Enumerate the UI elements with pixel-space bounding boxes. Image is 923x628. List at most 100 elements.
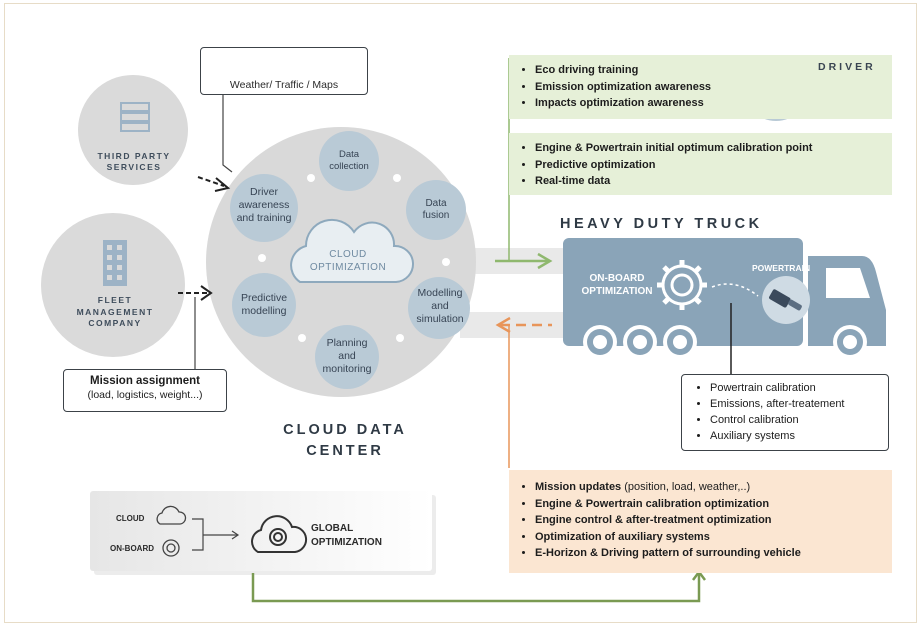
powertrain-bullet: Auxiliary systems	[710, 428, 888, 444]
node-connector-dots	[258, 174, 450, 342]
truck-window	[826, 268, 870, 298]
small-gear-icon	[162, 539, 180, 557]
truck-wheels	[583, 325, 867, 359]
merge-arrow	[203, 530, 240, 540]
cloud-optimization-line1: CLOUD	[329, 249, 367, 260]
cloud-data-center-title-line2: CENTER	[306, 443, 384, 459]
driver-info-box: Eco driving training Emission optimizati…	[509, 55, 892, 119]
powertrain-label: POWERTRAIN	[752, 263, 811, 273]
mission-assignment-box: Mission assignment (load, logistics, wei…	[63, 369, 227, 412]
feedback-line	[251, 573, 701, 603]
data-collection-label: Data collection	[322, 149, 376, 173]
global-onboard-label: ON-BOARD	[110, 544, 154, 553]
modelling-line2: and	[431, 300, 449, 312]
powertrain-bullet: Control calibration	[710, 412, 888, 428]
global-title-line2: OPTIMIZATION	[311, 537, 382, 548]
cloud-data-center-title: CLOUD DATA CENTER	[265, 420, 425, 462]
small-cloud-icon	[156, 505, 187, 525]
mission-updates-rest: (position, load, weather,..)	[621, 481, 751, 493]
global-optimization-title: GLOBAL OPTIMIZATION	[311, 522, 382, 550]
driver-bullets: Eco driving training Emission optimizati…	[519, 62, 892, 112]
outer-frame	[4, 3, 917, 623]
fleet-label: FLEET MANAGEMENT COMPANY	[65, 295, 165, 330]
engine-bullet: Predictive optimization	[535, 157, 892, 174]
predictive-line2: modelling	[241, 305, 287, 317]
building-icon	[103, 240, 127, 286]
driver-training-line3: and training	[236, 212, 292, 224]
data-fusion-label: Data fusion	[410, 198, 462, 222]
data-collection-line1: Data	[338, 149, 360, 160]
global-title-line1: GLOBAL	[311, 523, 354, 534]
mission-update-bullet: Mission updates (position, load, weather…	[535, 479, 892, 496]
planning-line3: monitoring	[322, 363, 372, 375]
mission-updates-bullets: Mission updates (position, load, weather…	[519, 479, 892, 562]
node-modelling	[408, 277, 470, 339]
mission-update-bullet: Optimization of auxiliary systems	[535, 529, 892, 546]
engine-bullet: Engine & Powertrain initial optimum cali…	[535, 140, 892, 157]
engine-bullets: Engine & Powertrain initial optimum cali…	[519, 140, 892, 190]
uplink-arrow	[495, 252, 553, 270]
server-icon	[120, 102, 150, 132]
mission-update-bullet: Engine control & after-treatment optimiz…	[535, 512, 892, 529]
data-fusion-line2: fusion	[422, 210, 450, 221]
node-predictive	[232, 273, 296, 337]
driver-label: DRIVER	[818, 61, 876, 73]
truck-title: HEAVY DUTY TRUCK	[560, 216, 763, 232]
data-fusion-line1: Data	[425, 198, 447, 209]
mission-update-bullet: E-Horizon & Driving pattern of surroundi…	[535, 545, 892, 562]
cloud-shape	[290, 218, 415, 283]
downlink-band	[460, 312, 565, 338]
node-data-collection	[319, 131, 379, 191]
driver-bullet: Emission optimization awareness	[535, 79, 892, 96]
mission-assignment-detail: (load, logistics, weight...)	[87, 389, 203, 401]
modelling-label: Modelling and simulation	[405, 287, 475, 326]
engine-info-box: Engine & Powertrain initial optimum cali…	[509, 133, 892, 195]
cloud-optimization-label: CLOUD OPTIMIZATION	[300, 248, 396, 274]
gear-to-powertrain-link	[711, 283, 759, 297]
cloud-data-center-title-line1: CLOUD DATA	[283, 422, 407, 438]
third-party-arrow	[197, 176, 231, 192]
powertrain-bullet: Emissions, after-treatement	[710, 396, 888, 412]
truck-cargo	[563, 238, 803, 346]
fleet-label-line1: FLEET	[97, 295, 133, 305]
node-data-fusion	[406, 180, 466, 240]
third-party-label: THIRD PARTY SERVICES	[93, 151, 175, 173]
mission-updates-box: Mission updates (position, load, weather…	[509, 470, 892, 573]
onboard-optimization-label: ON-BOARD OPTIMIZATION	[578, 272, 656, 298]
modelling-line3: simulation	[416, 313, 464, 325]
planning-line2: and	[338, 350, 356, 362]
third-party-label-line2: SERVICES	[106, 162, 162, 172]
mission-assignment-title: Mission assignment	[90, 375, 200, 387]
data-collection-line2: collection	[329, 161, 369, 172]
powertrain-box: Powertrain calibration Emissions, after-…	[681, 374, 889, 451]
weather-connector	[222, 93, 233, 173]
node-driver-training	[230, 174, 298, 242]
predictive-line1: Predictive	[240, 292, 288, 304]
weather-label: Weather/ Traffic / Maps	[229, 79, 339, 91]
powertrain-icon	[769, 289, 802, 311]
mission-updates-bold: Mission updates	[535, 481, 622, 493]
global-cloud-gear-icon	[251, 515, 308, 553]
onboard-line2: OPTIMIZATION	[581, 286, 653, 297]
driver-bullet: Eco driving training	[535, 62, 892, 79]
driver-training-line1: Driver	[250, 186, 278, 198]
fleet-label-line3: COMPANY	[88, 318, 142, 328]
driver-bullet: Impacts optimization awareness	[535, 95, 892, 112]
driver-training-line2: awareness	[238, 199, 290, 211]
driver-training-label: Driver awareness and training	[226, 186, 302, 225]
predictive-label: Predictive modelling	[228, 292, 300, 318]
powertrain-bullet: Powertrain calibration	[710, 380, 888, 396]
global-cloud-label: CLOUD	[116, 514, 145, 523]
cloud-optimization-line2: OPTIMIZATION	[309, 262, 387, 273]
gear-icon	[657, 260, 707, 310]
planning-label: Planning and monitoring	[312, 337, 382, 376]
node-planning	[315, 325, 379, 389]
modelling-line1: Modelling	[417, 287, 463, 299]
fleet-label-line2: MANAGEMENT	[76, 306, 154, 317]
weather-box: Weather/ Traffic / Maps	[200, 47, 368, 95]
mission-update-bullet: Engine & Powertrain calibration optimiza…	[535, 496, 892, 513]
onboard-line1: ON-BOARD	[589, 273, 645, 284]
planning-line1: Planning	[326, 337, 368, 349]
